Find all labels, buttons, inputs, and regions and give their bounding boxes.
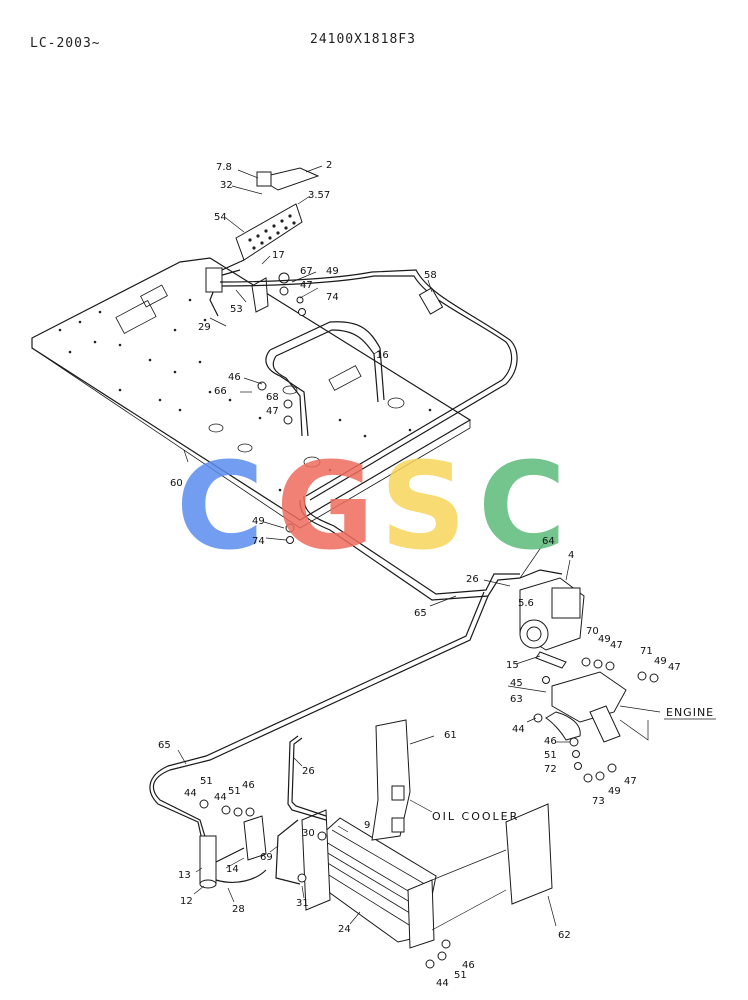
callout: 65 <box>158 740 171 751</box>
pipe-65 <box>149 495 521 841</box>
callout: 26 <box>466 574 479 585</box>
fasteners <box>199 381 659 969</box>
callout: 46 <box>228 372 241 383</box>
watermark-letter-2: G <box>276 438 375 577</box>
watermark-letter-3: S <box>380 438 466 577</box>
callout: 58 <box>424 270 437 281</box>
pipe-26-lower <box>275 735 327 885</box>
drawing-number: 24100X1818F3 <box>310 32 416 47</box>
callout: 12 <box>180 896 193 907</box>
callout: 47 <box>610 640 623 651</box>
callout: 28 <box>232 904 245 915</box>
floor-plate <box>31 257 472 529</box>
callout: 49 <box>252 516 265 527</box>
callout: 47 <box>668 662 681 673</box>
callout: 13 <box>178 870 191 881</box>
callout: 51 <box>544 750 557 761</box>
callout: 31 <box>296 898 309 909</box>
oil-cooler-label: OIL COOLER <box>432 810 519 823</box>
callout: 49 <box>608 786 621 797</box>
callout: 62 <box>558 930 571 941</box>
callout: 46 <box>242 780 255 791</box>
callout: 30 <box>302 828 315 839</box>
callout: 4 <box>568 550 574 561</box>
watermark-letter-1: C <box>176 438 264 577</box>
callout: 46 <box>462 960 475 971</box>
bracket-62 <box>431 803 553 931</box>
watermark: C G S C <box>176 438 566 577</box>
callout: 65 <box>414 608 427 619</box>
bracket-61 <box>371 719 433 841</box>
callout: 15 <box>506 660 519 671</box>
callout: 61 <box>444 730 457 741</box>
callout: 49 <box>654 656 667 667</box>
hydraulic-pump <box>519 569 585 669</box>
callout: 44 <box>436 978 449 989</box>
callout: 45 <box>510 678 523 689</box>
callout: 74 <box>326 292 339 303</box>
callout: 60 <box>170 478 183 489</box>
callout: 70 <box>586 626 599 637</box>
callout: 73 <box>592 796 605 807</box>
callout: 63 <box>510 694 523 705</box>
callout: 29 <box>198 322 211 333</box>
callout-numbers: 2 7.8 32 3.57 54 17 67 49 47 74 53 29 58… <box>158 160 681 989</box>
callout: 51 <box>454 970 467 981</box>
callout: 9 <box>364 820 370 831</box>
callout: 51 <box>228 786 241 797</box>
oil-cooler <box>301 809 437 949</box>
callout: 51 <box>200 776 213 787</box>
callout: 64 <box>542 536 555 547</box>
callout: 72 <box>544 764 557 775</box>
callout: 67 <box>300 266 313 277</box>
engine-bracket <box>545 671 661 743</box>
callout: 69 <box>260 852 273 863</box>
callout: 44 <box>184 788 197 799</box>
callout: 49 <box>326 266 339 277</box>
callout: 2 <box>326 160 332 171</box>
callout: 32 <box>220 180 233 191</box>
callout: 47 <box>300 280 313 291</box>
watermark-letter-4: C <box>478 438 566 577</box>
engine-label: ENGINE <box>666 706 714 719</box>
callout: 44 <box>512 724 525 735</box>
callout: 5.6 <box>518 598 534 609</box>
callout: 14 <box>226 864 239 875</box>
callout: 74 <box>252 536 265 547</box>
leader-lines <box>177 165 571 927</box>
callout: 54 <box>214 212 227 223</box>
callout: 68 <box>266 392 279 403</box>
pipe-16 <box>265 321 385 437</box>
callout: 46 <box>544 736 557 747</box>
callout: 53 <box>230 304 243 315</box>
callout: 49 <box>598 634 611 645</box>
model-range-code: LC-2003~ <box>30 36 101 51</box>
callout: 71 <box>640 646 653 657</box>
callout: 47 <box>266 406 279 417</box>
filter-assembly <box>199 815 267 889</box>
callout: 44 <box>214 792 227 803</box>
callout: 3.57 <box>308 190 330 201</box>
callout: 66 <box>214 386 227 397</box>
callout: 26 <box>302 766 315 777</box>
callout: 47 <box>624 776 637 787</box>
callout: 24 <box>338 924 351 935</box>
hose-58 <box>219 269 518 501</box>
callout: 16 <box>376 350 389 361</box>
callout: 7.8 <box>216 162 232 173</box>
pedal-valve-assembly <box>205 167 320 317</box>
callout: 17 <box>272 250 285 261</box>
